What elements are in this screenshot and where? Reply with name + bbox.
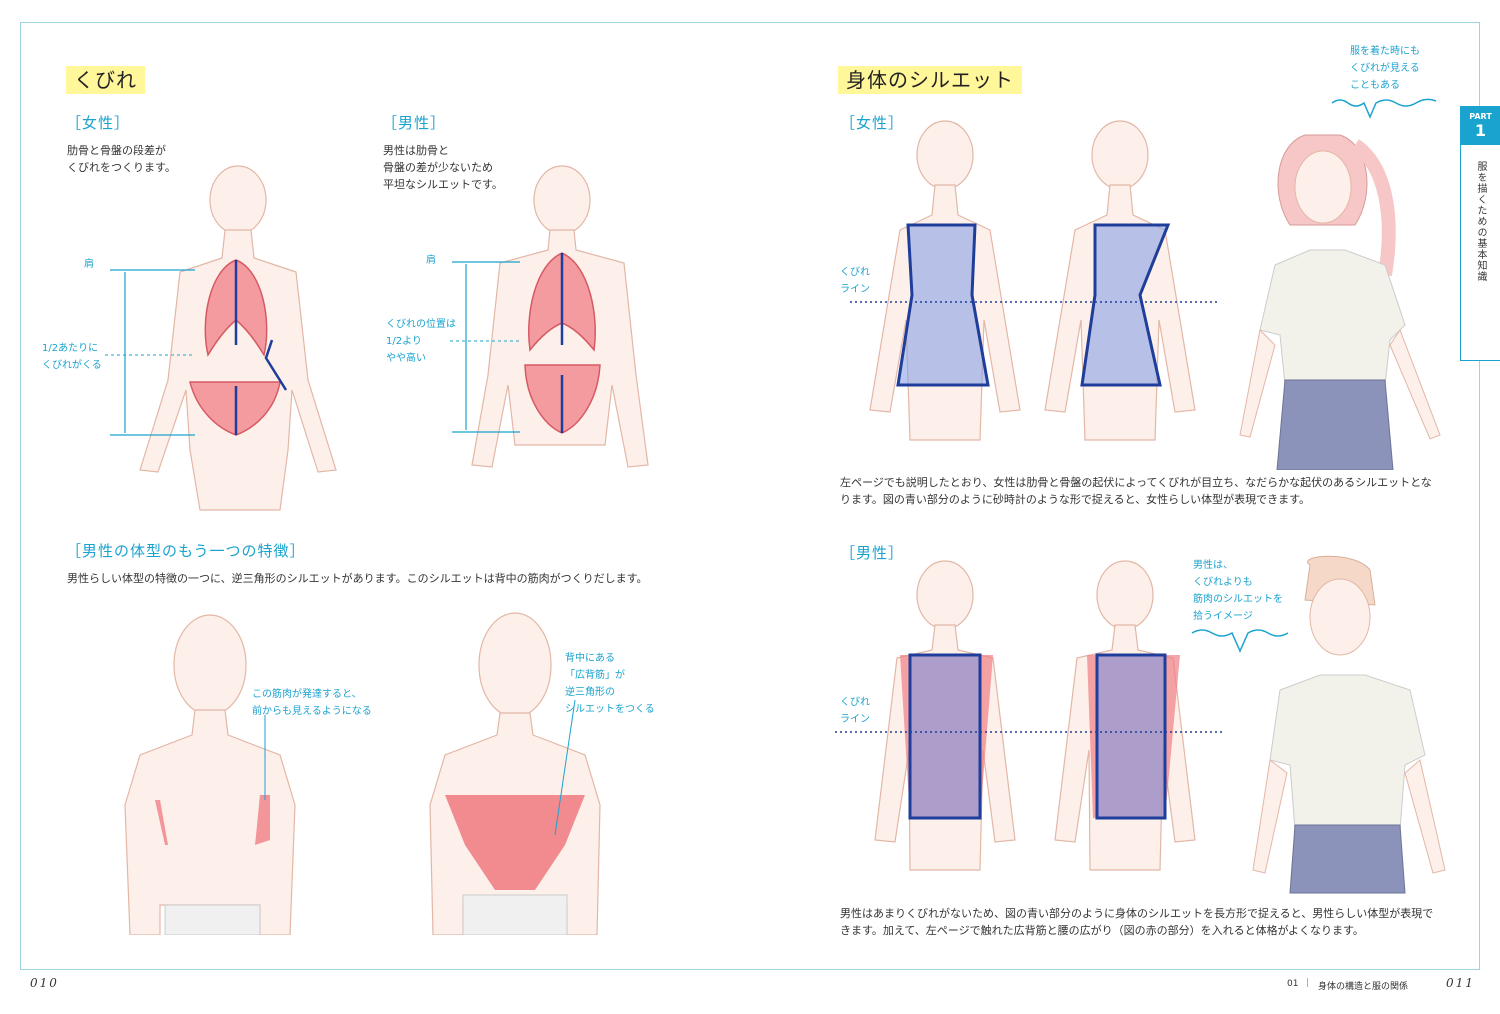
note-line: 「広背筋」が bbox=[565, 667, 655, 684]
female-hourglass-front bbox=[898, 225, 988, 385]
label-shoulder-male: 肩 bbox=[426, 251, 436, 266]
note-line: 逆三角形の bbox=[565, 684, 655, 701]
label-line: やや高い bbox=[386, 350, 456, 367]
label-line: くびれの位置は bbox=[386, 316, 456, 333]
male-feature-text: 男性らしい体型の特徴の一つに、逆三角形のシルエットがあります。このシルエットは背… bbox=[67, 570, 647, 587]
text-line: きます。加えて、左ページで触れた広背筋と腰の広がり（図の赤の部分）を入れると体格… bbox=[840, 922, 1433, 939]
note-line: シルエットをつくる bbox=[565, 701, 655, 718]
male-rectangle-side bbox=[1097, 655, 1165, 818]
footer-title: 身体の構造と服の関係 bbox=[1318, 979, 1408, 992]
label-waist-male: くびれの位置は 1/2より やや高い bbox=[386, 316, 456, 367]
right-heading: 身体のシルエット bbox=[838, 66, 1022, 94]
part-tab[interactable]: PART 1 服を描くための基本知識 bbox=[1460, 106, 1500, 361]
speech-wave-decoration bbox=[1330, 95, 1440, 125]
back-muscle-note: 背中にある 「広背筋」が 逆三角形の シルエットをつくる bbox=[565, 650, 655, 718]
label-line: 1/2より bbox=[386, 333, 456, 350]
label-half-female: 1/2あたりに くびれがくる bbox=[42, 340, 102, 374]
note-line: この筋肉が発達すると、 bbox=[252, 686, 372, 703]
male-clothed-figure bbox=[1245, 555, 1460, 895]
note-line: 前からも見えるようになる bbox=[252, 703, 372, 720]
label-line: くびれがくる bbox=[42, 357, 102, 374]
female-torso-figure bbox=[40, 150, 360, 520]
part-tab-header: PART 1 bbox=[1461, 107, 1500, 145]
male-feature-title: ［男性の体型のもう一つの特徴］ bbox=[66, 540, 306, 561]
male-front-figure bbox=[110, 605, 400, 935]
text-line: 左ページでも説明したとおり、女性は肋骨と骨盤の起伏によってくびれが目立ち、なだら… bbox=[840, 474, 1432, 491]
footer-divider: | bbox=[1306, 978, 1309, 988]
t-shirt bbox=[1270, 675, 1425, 830]
page-number-left: 010 bbox=[30, 976, 59, 990]
note-line: 服を着た時にも bbox=[1350, 43, 1420, 60]
female-silhouette-figures bbox=[840, 120, 1240, 470]
note-line: くびれが見える bbox=[1350, 60, 1420, 77]
jeans bbox=[1277, 380, 1393, 470]
label-line: 1/2あたりに bbox=[42, 340, 102, 357]
part-label: PART bbox=[1461, 107, 1500, 122]
text-line: 男性はあまりくびれがないため、図の青い部分のように身体のシルエットを長方形で捉え… bbox=[840, 905, 1433, 922]
part-tab-title: 服を描くための基本知識 bbox=[1473, 161, 1488, 282]
label-shoulder-female: 肩 bbox=[84, 255, 94, 270]
page-number-right: 011 bbox=[1446, 976, 1475, 990]
left-heading: くびれ bbox=[66, 66, 145, 94]
t-shirt bbox=[1260, 250, 1405, 385]
text-line: ります。図の青い部分のように砂時計のような形で捉えると、女性らしい体型が表現でき… bbox=[840, 491, 1432, 508]
male-rectangle-front bbox=[910, 655, 980, 818]
footer-chapter: 01 bbox=[1287, 979, 1298, 989]
female-explanation: 左ページでも説明したとおり、女性は肋骨と骨盤の起伏によってくびれが目立ち、なだら… bbox=[840, 474, 1432, 508]
note-line: こともある bbox=[1350, 77, 1420, 94]
male-silhouette-figures bbox=[835, 550, 1235, 900]
front-muscle-note: この筋肉が発達すると、 前からも見えるようになる bbox=[252, 686, 372, 720]
jeans bbox=[1290, 825, 1405, 893]
female-clothed-figure bbox=[1235, 125, 1450, 470]
part-number: 1 bbox=[1461, 122, 1500, 140]
female-title-left: ［女性］ bbox=[66, 112, 130, 133]
male-explanation: 男性はあまりくびれがないため、図の青い部分のように身体のシルエットを長方形で捉え… bbox=[840, 905, 1433, 939]
clothes-note: 服を着た時にも くびれが見える こともある bbox=[1350, 43, 1420, 94]
male-title-left: ［男性］ bbox=[382, 112, 446, 133]
note-line: 背中にある bbox=[565, 650, 655, 667]
